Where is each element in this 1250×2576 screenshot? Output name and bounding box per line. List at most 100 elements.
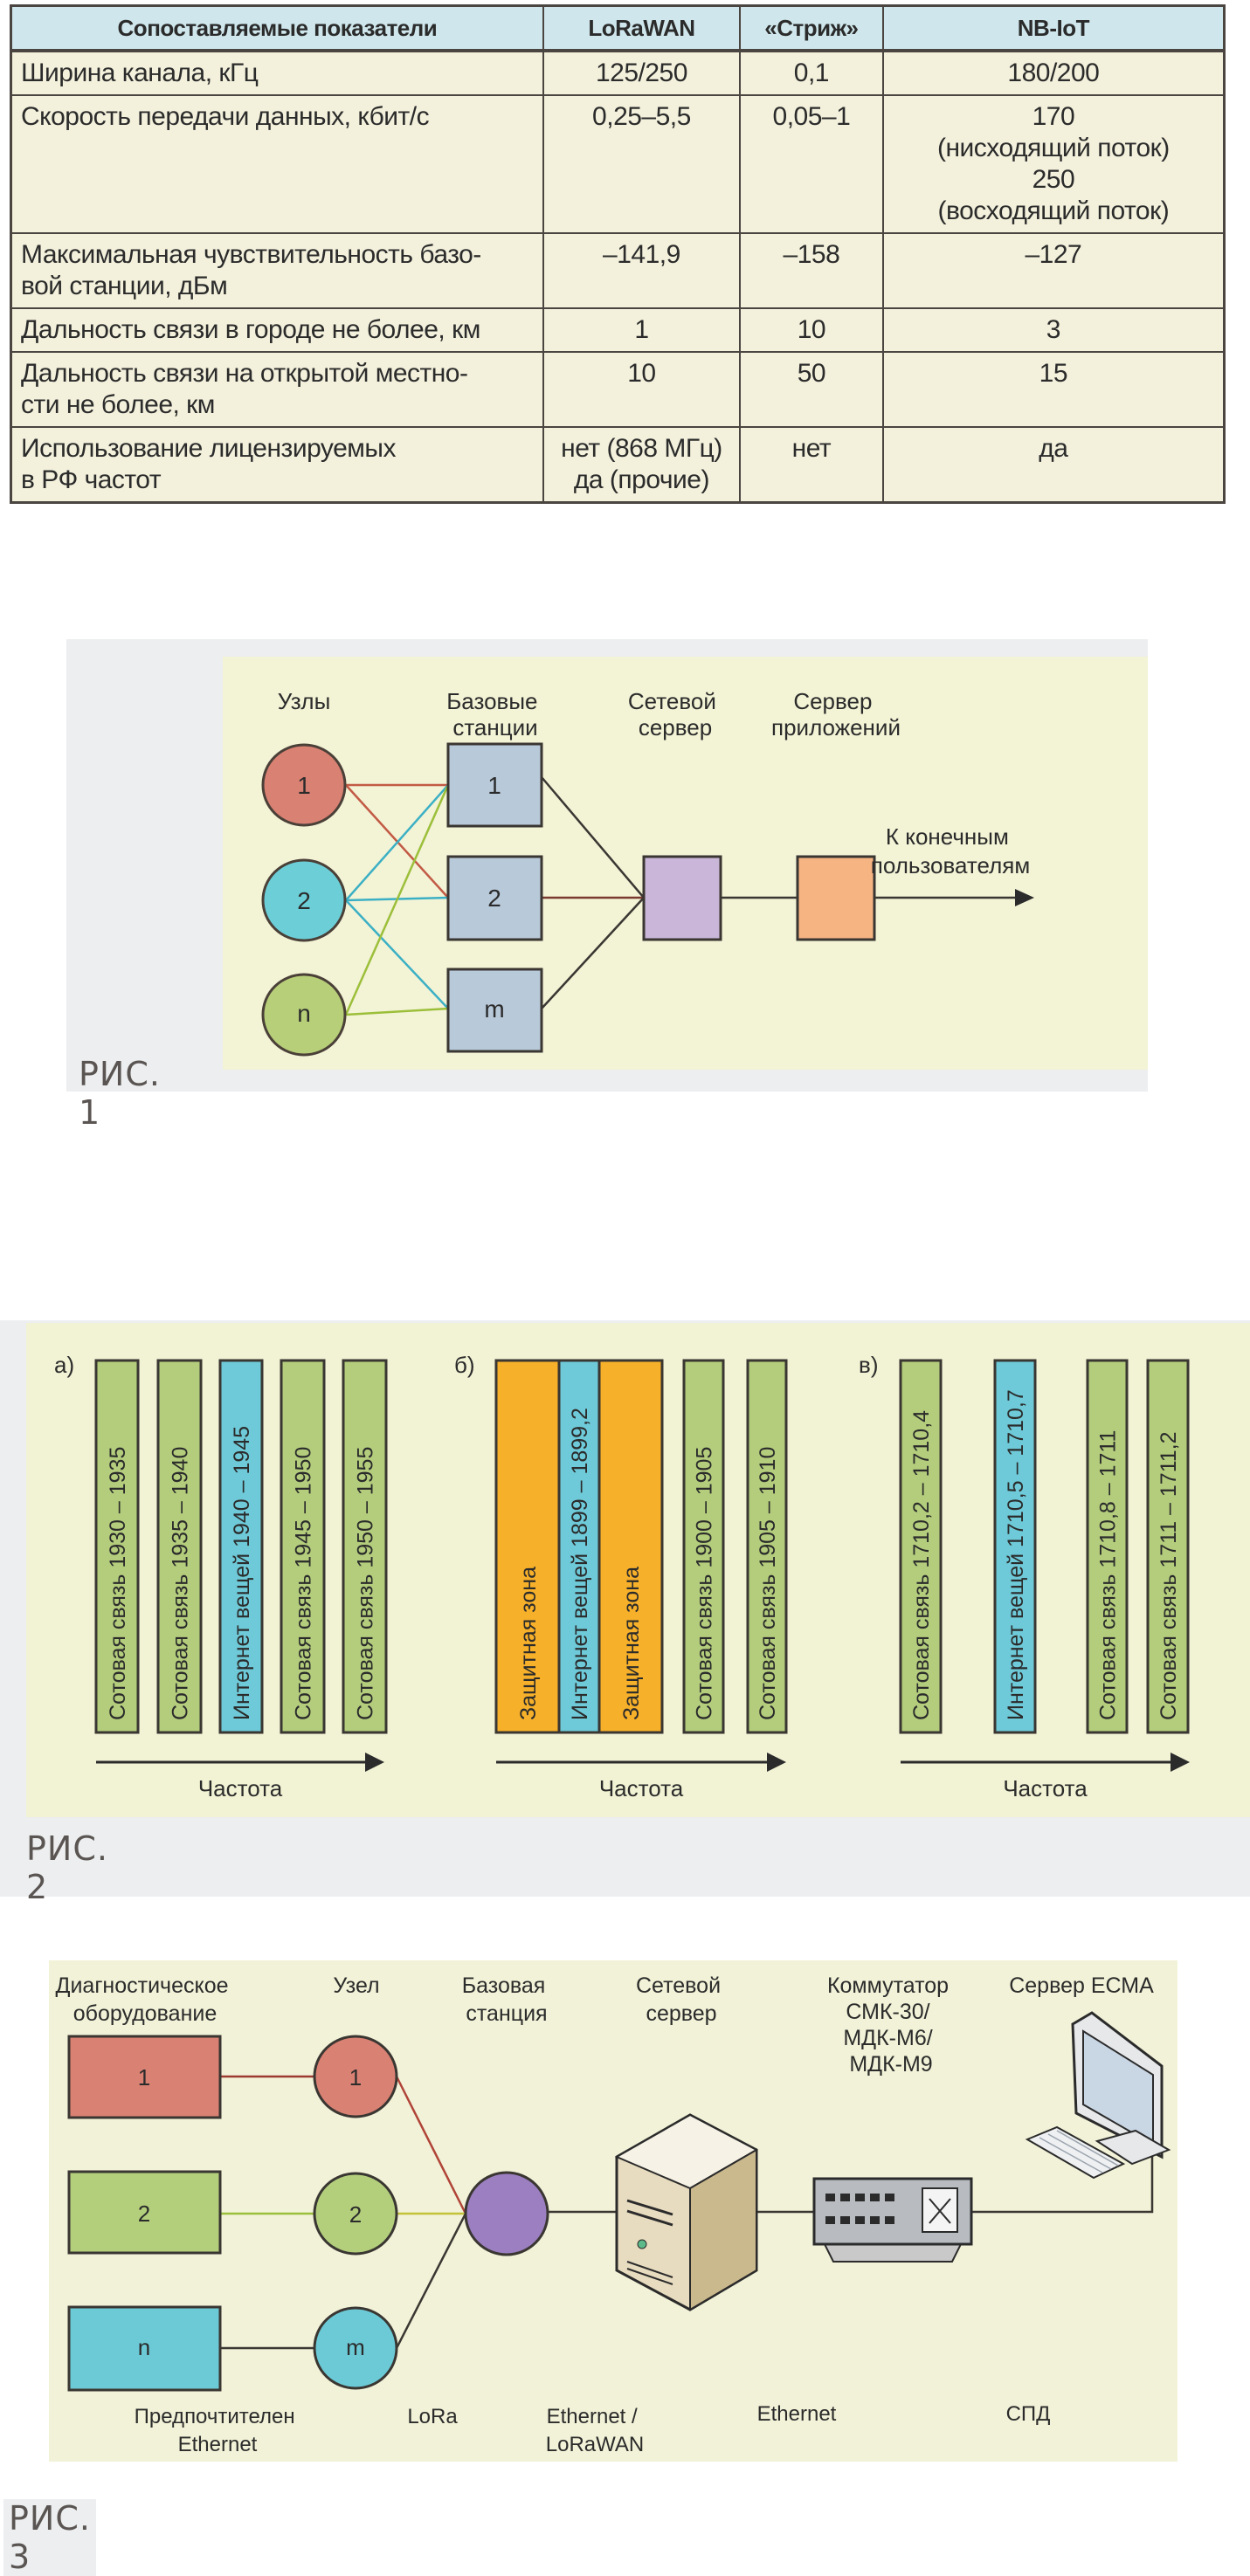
cell-nbiot: 180/200 [881, 50, 1226, 96]
arrowhead-icon [1015, 889, 1034, 906]
cell-parameter: Дальность связи на открытой местно-сти н… [10, 351, 544, 428]
fig2-band-iot [993, 1359, 1037, 1734]
cell-lorawan-line: 125/250 [595, 59, 687, 87]
fig1-node-n: n [261, 973, 347, 1057]
cell-lorawan-line: да (прочие) [573, 465, 710, 494]
cell-lorawan-line: 1 [634, 315, 649, 344]
cell-lorawan: –141,9 [542, 232, 742, 309]
fig1-links [344, 776, 1034, 1016]
fig2-band-guard [494, 1359, 561, 1734]
link-noden-station1 [344, 784, 450, 1016]
cell-strizh-line: 50 [797, 359, 826, 388]
fig2-band-label: Интернет вещей 1710,5 – 1710,7 [1004, 1389, 1028, 1720]
cell-strizh: 50 [739, 351, 884, 428]
fig2-band-label: Сотовая связь 1950 – 1955 [354, 1447, 378, 1720]
cell-parameter-line: в РФ частот [21, 465, 162, 494]
fig2-band-cellular [1086, 1359, 1129, 1734]
fig2-axis-label: Частота [1003, 1775, 1088, 1801]
arrowhead-icon [365, 1753, 384, 1772]
fig3-link-label-switch-ecma: СПД [1006, 2402, 1051, 2426]
cell-parameter-line: Максимальная чувствительность базо- [21, 240, 481, 269]
fig2-band-cellular [342, 1359, 388, 1734]
fig3-node-1-label: 1 [349, 2064, 362, 2090]
fig2-band-cellular [746, 1359, 788, 1734]
cell-nbiot: 170(нисходящий поток)250(восходящий пото… [881, 94, 1226, 234]
fig2-band-label: Сотовая связь 1905 – 1910 [756, 1447, 780, 1720]
cell-strizh: 0,1 [739, 50, 884, 96]
fig2-band-cellular [899, 1359, 943, 1734]
fig1-heading-nodes: Узлы [278, 688, 331, 714]
table-row: Дальность связи на открытой местно-сти н… [10, 351, 1226, 428]
cell-nbiot-line: 3 [1046, 315, 1061, 344]
cell-nbiot: 15 [881, 351, 1226, 428]
fig1-station-2: 2 [446, 855, 543, 941]
fig2-axis-label: Частота [198, 1775, 283, 1801]
comparison-table: Сопоставляемые показатели LoRaWAN «Стриж… [10, 4, 1226, 504]
table-row: Максимальная чувствительность базо-вой с… [10, 232, 1226, 309]
fig2-band-label: Сотовая связь 1710,2 – 1710,4 [909, 1410, 934, 1720]
cell-parameter: Ширина канала, кГц [10, 50, 544, 96]
cell-strizh: –158 [739, 232, 884, 309]
header-lorawan: LoRaWAN [542, 4, 742, 52]
fig2-band-label: Защитная зона [619, 1567, 644, 1720]
cell-lorawan: 1 [542, 307, 742, 353]
fig2-band-label: Интернет вещей 1899 – 1899,2 [568, 1408, 592, 1720]
fig2-band-guard [597, 1359, 664, 1734]
fig2-band-label: Сотовая связь 1900 – 1905 [693, 1447, 717, 1720]
fig3-heading-switch: Коммутатор СМК-30/ МДК-М6/ МДК-М9 [827, 1973, 955, 2077]
link-nodem-base [395, 2213, 467, 2349]
fig1-station-m: m [446, 968, 543, 1053]
fig1-node-1: 1 [261, 743, 347, 827]
fig3-link-label-base-server: Ethernet / LoRaWAN [546, 2405, 644, 2456]
cell-strizh-line: 10 [797, 315, 826, 344]
link-noden-stationm [345, 1007, 449, 1016]
cell-parameter-line: Скорость передачи данных, кбит/с [21, 102, 430, 131]
fig2-band-label: Сотовая связь 1945 – 1950 [292, 1447, 316, 1720]
server-tower-icon [614, 2113, 759, 2311]
fig1-node-2: 2 [261, 858, 347, 942]
fig2-band-label: Защитная зона [516, 1567, 541, 1720]
fig3-node-2: 2 [313, 2172, 398, 2256]
cell-lorawan-line: нет (868 МГц) [561, 434, 722, 463]
cell-nbiot: –127 [881, 232, 1226, 309]
cell-lorawan-line: 10 [627, 359, 656, 388]
fig2-group-label: в) [859, 1352, 878, 1378]
fig2-band-cellular [1146, 1359, 1190, 1734]
fig3-equipment-2: 2 [67, 2170, 222, 2255]
fig2-band-cellular [94, 1359, 140, 1734]
fig3-equipment-n-label: n [138, 2334, 150, 2360]
fig1-end-users-label: К конечным пользователям [871, 823, 1031, 878]
fig1-station-m-label: m [484, 995, 504, 1023]
fig1-station-1: 1 [446, 742, 543, 828]
fig3-heading-ecma: Сервер ЕСМА [1009, 1973, 1154, 1998]
cell-nbiot-line: да [1039, 434, 1068, 463]
fig1-node-2-label: 2 [297, 887, 311, 914]
fig1-app-server [796, 855, 876, 941]
cell-parameter-line: Дальность связи на открытой местно- [21, 359, 468, 388]
fig1-node-n-label: n [297, 1000, 311, 1027]
keyboard-icon [1025, 2125, 1126, 2180]
fig2-band-label: Сотовая связь 1930 – 1935 [106, 1447, 130, 1720]
fig3-link-label-node-base: LoRa [407, 2405, 458, 2428]
cell-nbiot: да [881, 426, 1226, 504]
cell-lorawan-line: 0,25–5,5 [592, 102, 691, 131]
fig3-node-m: m [313, 2306, 398, 2390]
cell-strizh: нет [739, 426, 884, 504]
cell-nbiot-line: 250 [1032, 165, 1075, 194]
header-parameter: Сопоставляемые показатели [10, 4, 544, 52]
fig2-band-label: Сотовая связь 1935 – 1940 [169, 1447, 193, 1720]
fig3-node-m-label: m [346, 2334, 365, 2360]
cell-strizh-line: нет [791, 434, 832, 463]
cell-nbiot: 3 [881, 307, 1226, 353]
cell-parameter: Максимальная чувствительность базо-вой с… [10, 232, 544, 309]
fig3-node-2-label: 2 [349, 2201, 362, 2228]
fig1-heading-stations: Базовые станции [446, 688, 544, 740]
fig3-links [220, 2075, 1154, 2350]
cell-lorawan: 10 [542, 351, 742, 428]
link-node1-base [395, 2076, 467, 2214]
